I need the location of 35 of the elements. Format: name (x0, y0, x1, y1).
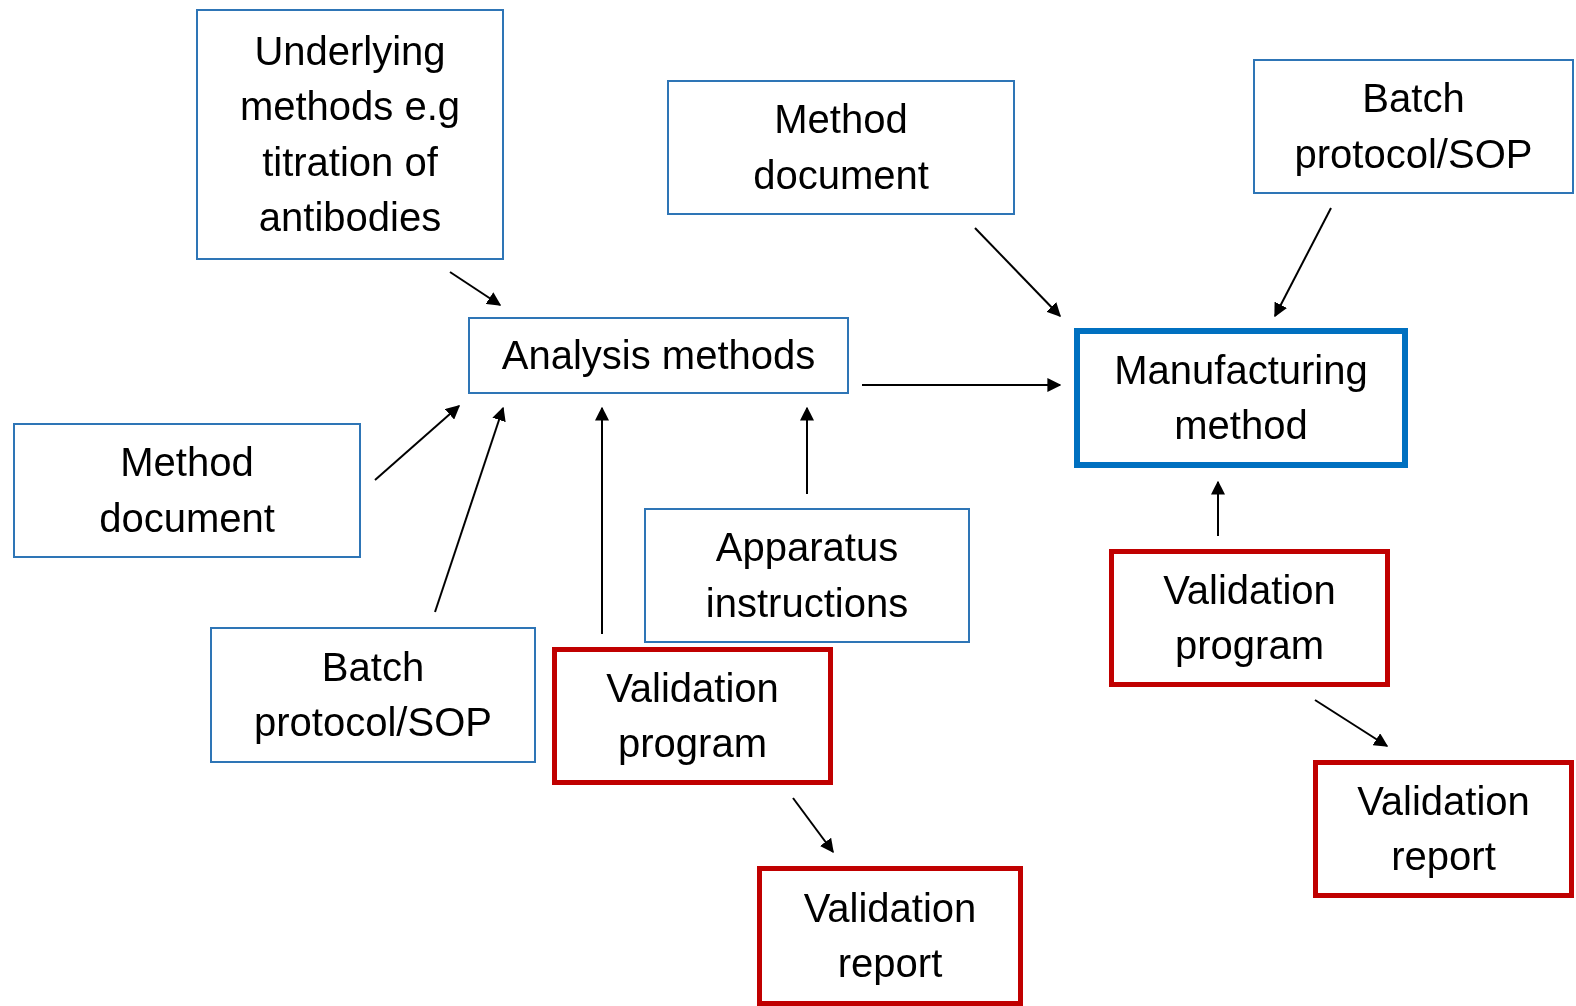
process-box (757, 866, 1023, 1006)
box-label: Validation program (605, 664, 780, 767)
box-label: Batch protocol/SOP (253, 643, 493, 746)
process-box (468, 317, 849, 394)
arrow (800, 406, 814, 495)
process-box (1109, 549, 1390, 687)
box-label: Validation program (1162, 566, 1337, 669)
arrow (974, 227, 1061, 317)
arrow (434, 406, 506, 613)
box-label: Analysis methods (501, 331, 816, 379)
process-box (1253, 59, 1574, 194)
process-box (13, 423, 361, 558)
arrow (595, 406, 609, 635)
arrow (374, 405, 461, 481)
box-label: Apparatus instructions (704, 524, 910, 627)
box-label: Batch protocol/SOP (1293, 75, 1534, 178)
process-box (210, 627, 536, 763)
arrow (1211, 480, 1225, 537)
box-label: Method document (98, 439, 276, 542)
arrow (449, 271, 502, 306)
box-label: Validation report (1356, 777, 1531, 880)
process-box (644, 508, 970, 643)
box-label: Validation report (802, 884, 978, 987)
arrow (1274, 207, 1332, 318)
process-box (196, 9, 504, 260)
process-box (1074, 328, 1408, 468)
arrow (792, 797, 834, 854)
process-box (552, 647, 833, 785)
process-box (1313, 760, 1574, 898)
process-box (667, 80, 1015, 215)
arrow (1314, 699, 1389, 747)
box-label: Underlying methods e.g titration of antibodies (238, 28, 462, 241)
arrow (861, 378, 1062, 392)
box-label: Manufacturing method (1113, 346, 1369, 449)
box-label: Method document (752, 96, 930, 199)
